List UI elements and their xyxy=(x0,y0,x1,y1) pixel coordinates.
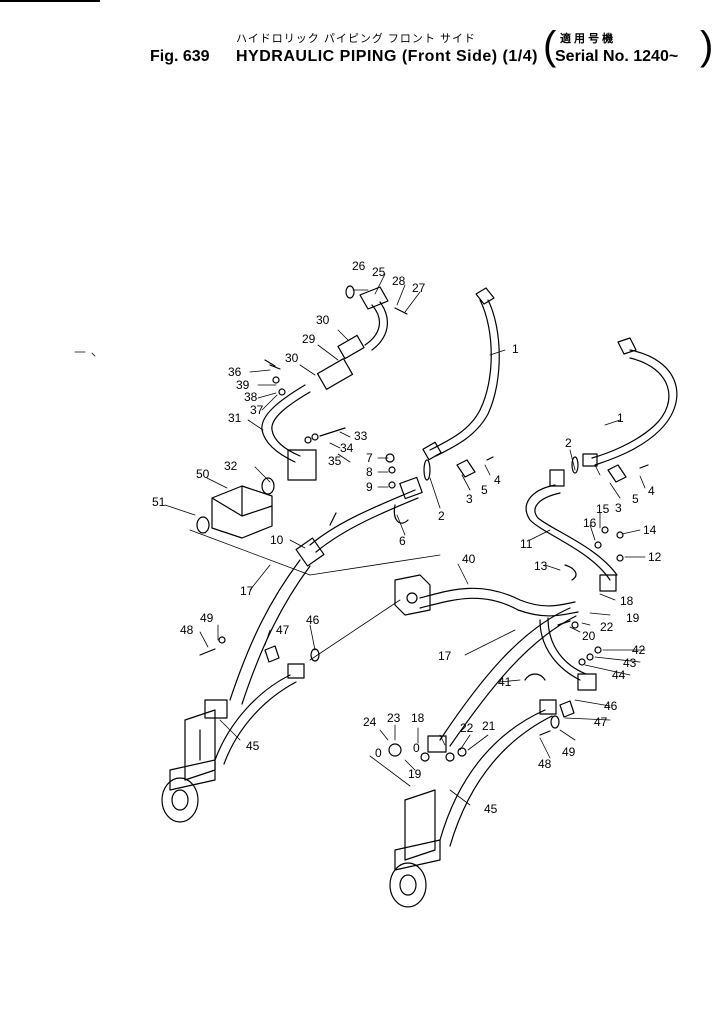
callout-31: 31 xyxy=(228,411,242,425)
callout-35: 35 xyxy=(328,454,342,468)
hose-45-left xyxy=(214,663,305,765)
callout-6: 6 xyxy=(399,534,406,548)
callout-46-left: 46 xyxy=(306,613,320,627)
callout-26: 26 xyxy=(352,259,366,273)
upper-fitting-assembly xyxy=(261,285,408,495)
callout-51: 51 xyxy=(152,495,166,509)
japanese-serial-label: 適 用 号 機 xyxy=(560,33,614,45)
japanese-title: ハイドロリック パイピング フロント サイド xyxy=(236,33,476,45)
block-50 xyxy=(196,485,273,539)
callout-47-left: 47 xyxy=(276,623,290,637)
callout-13: 13 xyxy=(534,559,548,573)
callout-12: 12 xyxy=(648,550,662,564)
callout-48-left: 48 xyxy=(180,623,194,637)
callout-42: 42 xyxy=(632,643,646,657)
callout-21: 21 xyxy=(482,719,496,733)
callout-38: 38 xyxy=(244,390,258,404)
callout-18-right: 18 xyxy=(620,594,634,608)
callout-1-center: 1 xyxy=(512,342,519,356)
callout-10: 10 xyxy=(270,533,284,547)
callout-5-center: 5 xyxy=(481,483,488,497)
callout-22-right: 22 xyxy=(600,620,614,634)
pipe-11-right xyxy=(525,469,618,592)
hose-1-right xyxy=(582,337,678,467)
callout-24: 24 xyxy=(363,715,377,729)
callout-2-center: 2 xyxy=(438,509,445,523)
callout-49-left: 49 xyxy=(200,611,214,625)
callout-48-right: 48 xyxy=(538,757,552,771)
callout-27: 27 xyxy=(412,281,426,295)
figure-number: Fig. 639 xyxy=(150,48,210,65)
figure-header: ハイドロリック パイピング フロント サイド Fig. 639 HYDRAULI… xyxy=(0,0,713,80)
callout-9: 9 xyxy=(366,480,373,494)
callout-3-right: 3 xyxy=(615,501,622,515)
callout-4-right: 4 xyxy=(648,484,655,498)
serial-bracket-left: ( xyxy=(543,24,557,68)
callout-2-right: 2 xyxy=(565,436,572,450)
callout-33: 33 xyxy=(354,429,368,443)
callout-30-upper: 30 xyxy=(316,313,330,327)
callout-18-bottom: 18 xyxy=(411,711,425,725)
callout-39: 39 xyxy=(236,378,250,392)
callout-11: 11 xyxy=(520,537,533,551)
callout-30-lower: 30 xyxy=(285,351,299,365)
callout-17-right: 17 xyxy=(438,649,452,663)
callout-17-left: 17 xyxy=(240,584,254,598)
pipe-44-right xyxy=(539,617,597,691)
callout-43: 43 xyxy=(623,656,637,670)
callout-19-bottom: 19 xyxy=(408,767,422,781)
callout-32: 32 xyxy=(224,459,238,473)
serial-bracket-right: ) xyxy=(700,24,713,68)
callout-37: 37 xyxy=(250,403,264,417)
callout-15: 15 xyxy=(596,502,610,516)
pipe-assembly-center xyxy=(295,476,423,567)
hose-1-center xyxy=(422,287,500,461)
callout-3-center: 3 xyxy=(466,492,473,506)
pipe-40 xyxy=(394,574,579,617)
small-fittings xyxy=(199,364,649,762)
callout-22-bottom: 22 xyxy=(460,721,474,735)
hose-45-right xyxy=(439,699,557,847)
callout-7: 7 xyxy=(366,451,373,465)
callout-19-right: 19 xyxy=(626,611,640,625)
callout-34: 34 xyxy=(340,441,354,455)
callout-1-right: 1 xyxy=(617,411,624,425)
callout-8: 8 xyxy=(366,465,373,479)
callout-25: 25 xyxy=(372,265,386,279)
callout-labels: 1 1 2 2 3 3 4 4 5 5 6 7 8 9 10 11 12 13 … xyxy=(152,259,662,816)
callout-5-right: 5 xyxy=(632,492,639,506)
callout-40: 40 xyxy=(462,552,476,566)
hose-17-right xyxy=(427,607,577,753)
top-rule xyxy=(0,0,100,2)
callout-0-left: 0 xyxy=(375,746,382,760)
leader-lines xyxy=(74,273,646,806)
callout-0-right: 0 xyxy=(413,741,420,755)
callout-16: 16 xyxy=(583,516,597,530)
callout-23: 23 xyxy=(387,711,401,725)
callout-50: 50 xyxy=(196,467,210,481)
callout-49-right: 49 xyxy=(562,745,576,759)
callout-41: 41 xyxy=(498,675,512,689)
callout-4-center: 4 xyxy=(494,473,501,487)
callout-45-left: 45 xyxy=(246,739,260,753)
callout-28: 28 xyxy=(392,274,406,288)
cylinder-left xyxy=(161,709,216,823)
cylinder-right xyxy=(389,789,441,908)
callout-47-right: 47 xyxy=(594,715,608,729)
callout-45-right: 45 xyxy=(484,802,498,816)
callout-29: 29 xyxy=(302,332,316,346)
figure-title: HYDRAULIC PIPING (Front Side) (1/4) xyxy=(236,48,538,65)
serial-number: Serial No. 1240~ xyxy=(555,48,679,65)
callout-46-right: 46 xyxy=(604,699,618,713)
hose-17-left xyxy=(204,559,311,719)
callout-36: 36 xyxy=(228,365,242,379)
callout-20: 20 xyxy=(582,629,596,643)
callout-44: 44 xyxy=(612,668,626,682)
callout-14: 14 xyxy=(643,523,657,537)
